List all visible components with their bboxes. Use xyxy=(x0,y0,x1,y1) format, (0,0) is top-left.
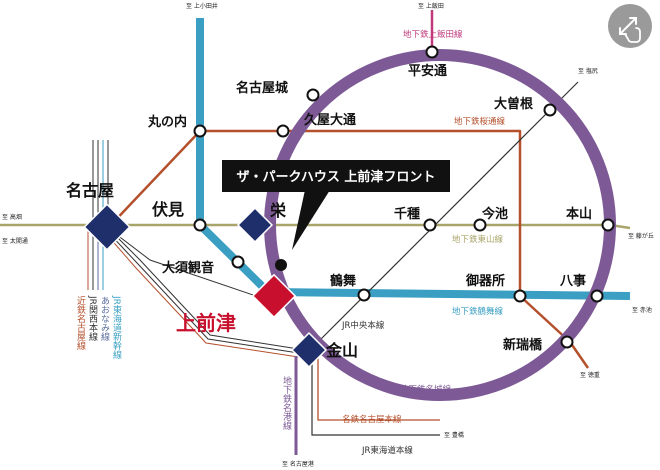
station-marker-imaike xyxy=(473,218,487,232)
terminal-label-kamiiida: 至 上飯田 xyxy=(418,2,444,10)
jr-tokaido-line xyxy=(311,355,440,436)
station-marker-aratamabashi xyxy=(560,335,574,349)
terminal-label-toyohashi: 至 豊橋 xyxy=(444,431,464,439)
station-label-motoyama: 本山 xyxy=(566,206,592,222)
station-label-imaike: 今池 xyxy=(481,206,508,222)
station-label-nagoya: 名古屋 xyxy=(66,181,114,200)
sakuradori-line xyxy=(107,129,590,369)
meitetsu-line xyxy=(317,352,440,421)
station-marker-sengen xyxy=(423,218,437,232)
terminal-label-takabata: 至 高畑 xyxy=(2,213,22,221)
station-label-nagoyajo: 名古屋城 xyxy=(236,80,288,96)
station-marker-osu-kannon xyxy=(231,255,245,269)
station-label-fushimi: 伏見 xyxy=(152,200,184,219)
line-label-jr-tokaido-shinkansen: JR東海道新幹線 xyxy=(111,295,122,359)
station-label-marunouchi: 丸の内 xyxy=(147,114,187,130)
station-marker-tsurumai xyxy=(357,288,371,302)
line-label-jr-tokaido: JR東海道本線 xyxy=(361,445,413,456)
line-label-kintetsu-nagoya: 近鉄名古屋線 xyxy=(75,295,86,350)
line-label-meijo: 地下鉄名城線 xyxy=(400,384,452,395)
line-label-meitetsu-nagoya: 名鉄名古屋本線 xyxy=(342,414,402,425)
line-label-kamiiida: 地下鉄上飯田線 xyxy=(403,29,463,40)
terminal-label-akaike: 至 赤池 xyxy=(632,306,652,314)
line-label-higashiyama: 地下鉄東山線 xyxy=(452,234,504,245)
station-label-gokiso: 御器所 xyxy=(465,273,505,289)
station-marker-kanayama xyxy=(290,331,328,369)
line-label-aonami: あおなみ線 xyxy=(99,296,110,341)
station-label-aratamabashi: 新瑞橋 xyxy=(503,337,543,353)
jr-chuo-line xyxy=(309,81,579,351)
terminal-label-kamiotai: 至 上小田井 xyxy=(186,2,218,10)
line-label-jr-kansai: JR関西本線 xyxy=(87,295,98,341)
station-marker-marunouchi xyxy=(193,124,207,138)
terminal-label-fujigaoka: 至 藤が丘 xyxy=(628,232,654,240)
terminal-label-nagoyako: 至 名古屋港 xyxy=(282,460,314,468)
station-marker-motoyama xyxy=(601,218,615,232)
station-label-osu-kannon: 大須観音 xyxy=(162,260,214,276)
callout-label: ザ・パークハウス 上前津フロント xyxy=(237,169,436,185)
station-label-sengen: 千種 xyxy=(394,206,420,222)
station-marker-hisaya-odori xyxy=(276,124,290,138)
line-label-sakuradori: 地下鉄桜通線 xyxy=(454,116,506,127)
callout-box xyxy=(222,160,450,192)
terminal-label-shiojiri: 至 塩尻 xyxy=(578,67,598,75)
station-marker-nagoyajo xyxy=(306,88,320,102)
station-label-tsurumai: 鶴舞 xyxy=(330,273,356,289)
property-location-dot xyxy=(275,259,287,271)
station-marker-nagoya xyxy=(83,203,131,251)
station-marker-ozone xyxy=(543,103,557,117)
station-marker-fushimi xyxy=(193,218,207,232)
station-label-heian-dori: 平安通 xyxy=(408,63,447,79)
callout-pointer xyxy=(292,190,330,250)
station-marker-kamimaezu xyxy=(251,273,297,319)
line-label-meiko: 地下鉄名港線 xyxy=(281,375,292,430)
station-label-yagoto: 八事 xyxy=(559,273,586,289)
terminal-label-tokushige: 至 徳重 xyxy=(580,371,600,379)
station-label-kanayama: 金山 xyxy=(325,341,358,360)
expand-hand-icon[interactable] xyxy=(608,4,652,48)
nagoya-kanayama-lines xyxy=(107,227,306,351)
station-label-sakae: 栄 xyxy=(269,201,287,220)
line-label-jr-chuo: JR中央本線 xyxy=(341,320,385,331)
station-marker-heian-dori xyxy=(425,45,439,59)
station-label-ozone: 大曽根 xyxy=(494,96,534,112)
station-marker-gokiso xyxy=(513,289,527,303)
line-label-tsurumai: 地下鉄鶴舞線 xyxy=(452,306,504,317)
station-markers xyxy=(193,45,615,349)
station-label-kamimaezu: 上前津 xyxy=(176,311,236,335)
station-marker-yagoto xyxy=(590,289,604,303)
station-marker-sakae xyxy=(236,206,274,244)
station-label-hisaya-odori: 久屋大通 xyxy=(304,112,356,128)
terminal-label-taikodori: 至 太閤通 xyxy=(2,237,28,245)
